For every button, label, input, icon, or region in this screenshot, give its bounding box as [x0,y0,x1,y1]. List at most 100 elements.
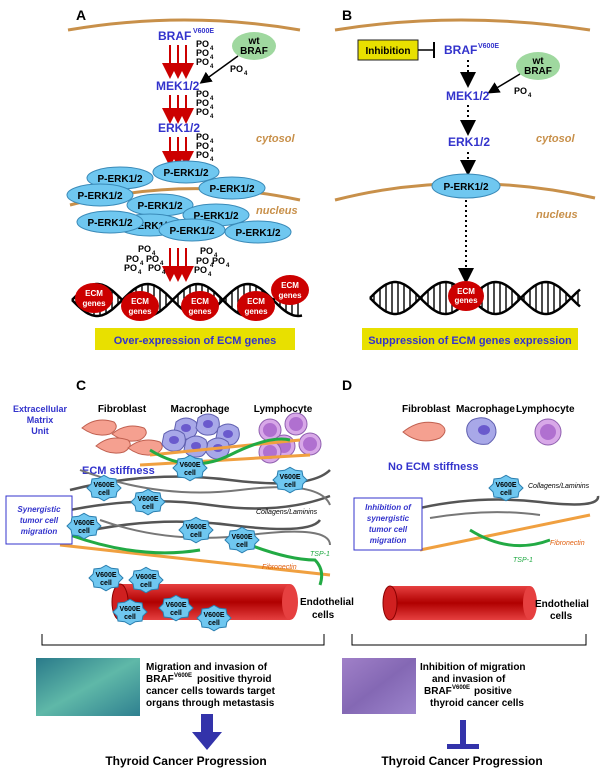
svg-text:4: 4 [210,139,214,145]
svg-text:cell: cell [140,582,152,589]
svg-text:4: 4 [210,46,214,52]
svg-text:BRAF: BRAF [444,43,477,57]
phospho-arrows-4 [162,248,194,282]
svg-text:4: 4 [210,96,214,102]
svg-text:cell: cell [284,482,296,489]
overexpression-label: Over-expression of ECM genes [114,335,277,347]
bracket-d [351,634,587,646]
svg-text:4: 4 [210,157,214,163]
c-text-line1: Migration and invasion of [146,662,268,673]
cytosol-label-b: cytosol [536,133,575,145]
svg-text:cell: cell [78,528,90,535]
svg-text:cell: cell [236,542,248,549]
histology-image-d [342,658,416,714]
svg-text:genes: genes [278,291,302,300]
ecm-stiffness-label: ECM stiffness [82,465,155,477]
svg-text:ECM: ECM [191,297,209,306]
svg-text:ECM: ECM [85,289,103,298]
panel-label-a: A [76,7,86,23]
svg-text:V600E: V600E [95,572,116,579]
svg-text:V600E: V600E [231,534,252,541]
svg-text:4: 4 [210,263,214,269]
perk-ellipse: P-ERK1/2 [76,210,144,234]
svg-text:ECM: ECM [131,297,149,306]
panel-label-c: C [76,377,86,393]
svg-text:P-ERK1/2: P-ERK1/2 [137,201,182,212]
svg-text:V600E: V600E [137,496,158,503]
lymphocyte [258,418,282,442]
endothelial-label2-d: cells [550,611,573,622]
svg-text:PO: PO [146,254,159,264]
svg-text:V600E: V600E [495,482,516,489]
svg-text:P-ERK1/2: P-ERK1/2 [163,168,208,179]
d-text-line3: BRAF V600E positive [424,685,512,697]
svg-text:cell: cell [190,532,202,539]
c-text-line2: BRAF V600E positive thyroid [146,673,271,685]
perk-b [431,173,501,199]
wt-label-a: wt [247,36,260,47]
svg-text:cell: cell [98,490,110,497]
mek-label-b: MEK1/2 [446,89,490,103]
svg-text:P-ERK1/2: P-ERK1/2 [235,228,280,239]
d-text-line1: Inhibition of migration [420,662,526,673]
svg-text:V600E: V600E [279,474,300,481]
erk-label-a: ERK1/2 [158,121,200,135]
ecu-line1: Extracellular [13,404,68,414]
progression-label-d: Thyroid Cancer Progression [381,754,542,768]
svg-text:4: 4 [210,114,214,120]
svg-text:V600E: V600E [165,602,186,609]
fibronectin-label-d: Fibronectin [550,540,585,547]
svg-text:V600E: V600E [193,28,214,35]
svg-text:PO: PO [196,98,209,108]
svg-text:PO: PO [124,263,137,273]
d-text-line4: thyroid cancer cells [430,698,524,709]
progression-arrow-c [192,714,222,750]
fibroblasts-c [81,419,163,456]
lymphocyte [298,432,322,456]
histology-image-c [36,658,140,716]
wt-braf-label-b: BRAF [524,66,552,77]
inhibition-bar [418,42,435,58]
svg-text:positive thyroid: positive thyroid [197,674,271,685]
svg-text:4: 4 [210,148,214,154]
fibroblast-label-c: Fibroblast [98,404,147,415]
svg-text:PO: PO [196,57,209,67]
svg-text:positive: positive [474,686,512,697]
endothelial-label2-c: cells [312,610,335,621]
svg-text:genes: genes [82,299,106,308]
svg-text:cell: cell [142,504,154,511]
tsp-label-d: TSP-1 [513,557,533,564]
svg-text:BRAF: BRAF [424,686,452,697]
panel-label-d: D [342,377,352,393]
svg-text:PO: PO [126,254,139,264]
svg-text:PO: PO [196,107,209,117]
no-stiffness-label: No ECM stiffness [388,461,478,473]
svg-text:cell: cell [208,620,220,627]
cell-membrane-b [334,18,591,32]
svg-text:PO: PO [196,39,209,49]
wt-braf-bubble-b [516,52,560,80]
svg-text:ECM: ECM [281,281,299,290]
svg-text:ECM: ECM [247,297,265,306]
perk-ellipse: P-ERK1/2 [224,220,292,244]
svg-text:4: 4 [210,55,214,61]
svg-text:4: 4 [210,105,214,111]
svg-text:4: 4 [162,270,166,276]
svg-text:V600E: V600E [452,685,470,691]
svg-text:PO: PO [196,141,209,151]
svg-text:BRAF: BRAF [158,29,191,43]
svg-text:4: 4 [138,270,142,276]
svg-text:PO: PO [212,256,225,266]
svg-text:V600E: V600E [185,524,206,531]
